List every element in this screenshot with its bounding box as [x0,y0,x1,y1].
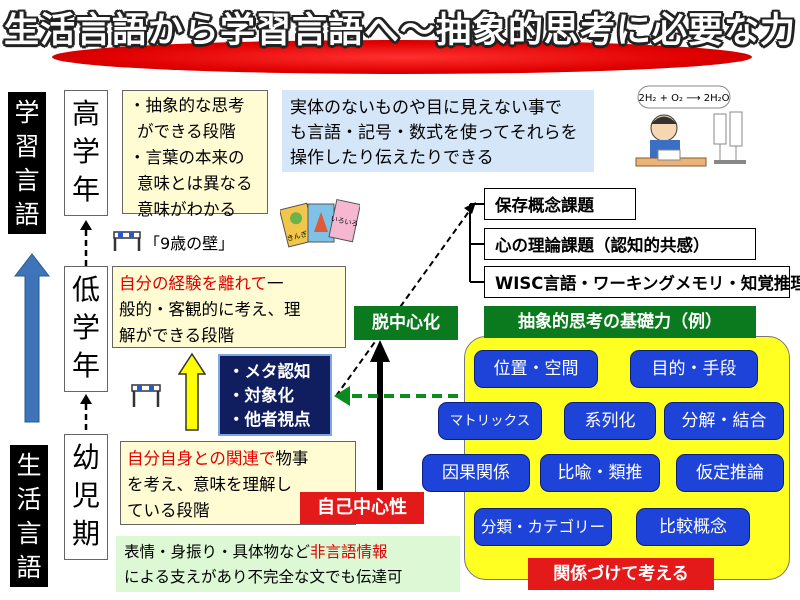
lower-desc-line: 般的・客観的に考え、理 [119,300,301,319]
young-desc-line: を考え、意味を理解し [127,475,292,494]
study-language-label: 学習言語 [8,92,46,234]
upper-desc-line: 意味がわかる [137,200,236,219]
ability-comparison: 比較概念 [636,508,750,546]
ability-hypothetical-reasoning: 仮定推論 [676,454,784,492]
task-conservation: 保存概念課題 [484,188,636,220]
formula-text: 2H₂ + O₂ ⟶ 2H₂O [639,93,730,104]
learning-cards-illustration: きんぎょ いろいろ [280,198,360,248]
foundation-title: 抽象的思考の基礎力（例） [484,306,756,338]
ability-purpose-means: 目的・手段 [630,350,758,388]
upper-desc-line: ・抽象的な思考 [129,96,245,115]
abstract-desc-line: 実体のないものや目に見えない事で [290,98,562,118]
hurdle-icon-small [131,384,161,407]
dashed-up-arrow-lower [80,394,92,432]
lower-desc-line: 解ができる段階 [119,326,235,345]
stage-early-childhood: 幼児期 [64,434,108,560]
abstract-thinking-description: 実体のないものや目に見えない事で も言語・記号・数式を使ってそれらを 操作したり… [282,90,594,172]
abstract-desc-line: も言語・記号・数式を使ってそれらを [290,123,578,143]
task-theory-of-mind: 心の理論課題（認知的共感） [484,228,756,260]
nonverbal-text: 表情・身振り・具体物など [124,543,311,561]
meta-item: ・他者視点 [228,410,311,429]
upper-desc-line: ができる段階 [137,122,236,141]
life-language-label: 生活言語 [10,445,48,587]
ability-matrix: マトリックス [438,402,542,440]
ability-decomposition: 分解・結合 [664,402,784,440]
ability-position-space: 位置・空間 [474,350,598,388]
yellow-up-arrow-icon [178,352,206,431]
stage-upper-grades: 高学年 [64,90,108,216]
nine-year-wall-label: 「9歳の壁」 [144,234,235,253]
ability-seriation: 系列化 [564,402,656,440]
young-desc-highlight: 自分自身との関連で [127,449,276,468]
young-desc-text: 物事 [275,449,309,468]
progress-arrow-icon [14,253,50,423]
dashed-up-arrow-upper [80,220,92,266]
ability-analogy: 比喩・類推 [540,454,660,492]
upper-desc-line: ・言葉の本来の [129,148,245,167]
nonverbal-highlight: 非言語情報 [310,543,388,561]
task-wisc: WISC言語・ワーキングメモリ・知覚推理 [484,266,800,298]
page-title: 生活言語から学習言語へ～抽象的思考に必要な力 [3,11,796,51]
egocentrism-label: 自己中心性 [300,492,424,524]
abstract-desc-line: 操作したり伝えたりできる [290,148,494,168]
lower-desc-highlight: 自分の経験を離れて [119,274,268,293]
lower-desc-text: 一 [267,274,284,293]
meta-item: ・対象化 [228,386,294,405]
upper-grades-description: ・抽象的な思考 ができる段階 ・言葉の本来の 意味とは異なる 意味がわかる [122,90,268,219]
nonverbal-line: による支えがあり不完全な文でも伝達可 [124,568,403,586]
meta-cognition-box: ・メタ認知 ・対象化 ・他者視点 [218,354,332,436]
ability-classification: 分類・カテゴリー [474,508,612,546]
lower-grades-description: 自分の経験を離れて一 般的・客観的に考え、理 解ができる段階 [112,266,346,348]
title-banner [52,40,752,74]
meta-item: ・メタ認知 [228,362,311,381]
relate-thinking-label: 関係づけて考える [528,558,714,590]
upper-desc-line: 意味とは異なる [137,174,253,193]
decentration-label: 脱中心化 [354,306,458,340]
studying-student-illustration: 2H₂ + O₂ ⟶ 2H₂O [635,85,746,167]
nonverbal-info-box: 表情・身振り・具体物など非言語情報 による支えがあり不完全な文でも伝達可 [116,536,460,592]
hurdle-icon [113,231,141,251]
stage-lower-grades: 低学年 [64,266,108,392]
ability-causality: 因果関係 [422,454,530,492]
young-desc-line: ている段階 [127,501,210,520]
